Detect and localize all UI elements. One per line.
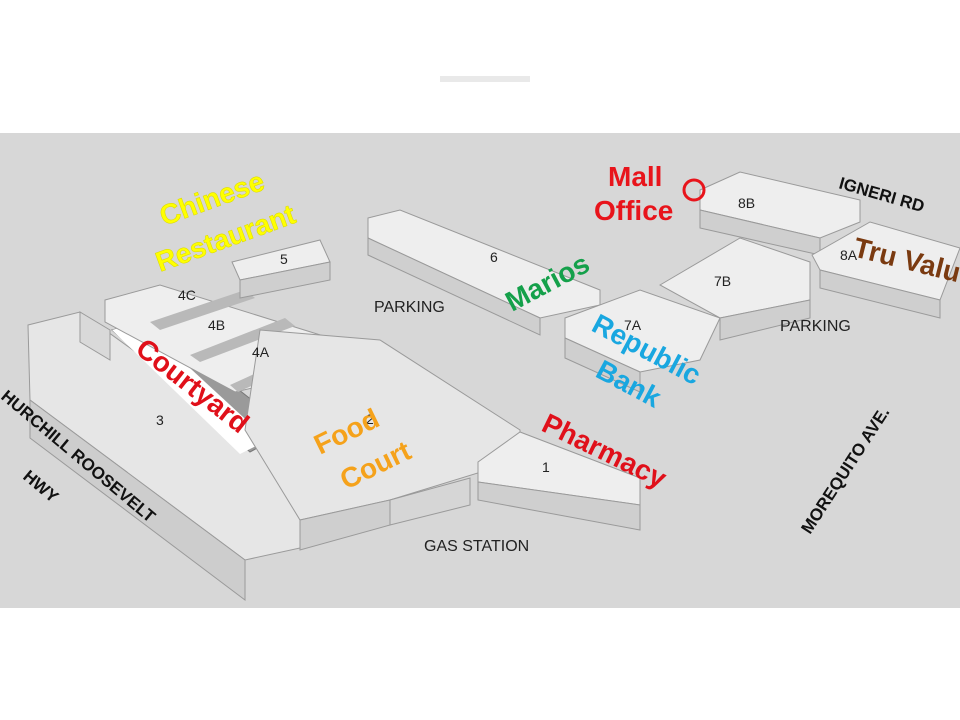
parking-right-label: PARKING <box>780 318 851 335</box>
unit-4a-label: 4A <box>252 344 270 360</box>
unit-7b-label: 7B <box>714 273 731 289</box>
unit-8a-label: 8A <box>840 247 858 263</box>
unit-1-label: 1 <box>542 459 550 475</box>
header-smudge <box>440 76 530 82</box>
unit-3-label: 3 <box>156 412 164 428</box>
unit-4c-label: 4C <box>178 287 196 303</box>
unit-2-label: 2 <box>366 411 374 427</box>
mall-office-marker-icon[interactable] <box>682 178 706 202</box>
unit-7a-label: 7A <box>624 317 642 333</box>
building-7 <box>564 237 811 393</box>
svg-text:Office: Office <box>594 195 673 226</box>
parking-left-label: PARKING <box>374 299 445 316</box>
svg-text:Mall: Mall <box>608 161 662 192</box>
building-5 <box>231 239 331 299</box>
courtyard-label-band <box>112 322 268 454</box>
building-8 <box>699 171 960 319</box>
unit-4b-label: 4B <box>208 317 225 333</box>
building-2 <box>244 329 521 551</box>
unit-5-label: 5 <box>280 251 288 267</box>
gas-station-label: GAS STATION <box>424 538 529 555</box>
mall-office-callout: Mall Office <box>594 161 673 226</box>
unit-6-label: 6 <box>490 249 498 265</box>
unit-8b-label: 8B <box>738 195 755 211</box>
building-1 <box>477 431 641 531</box>
